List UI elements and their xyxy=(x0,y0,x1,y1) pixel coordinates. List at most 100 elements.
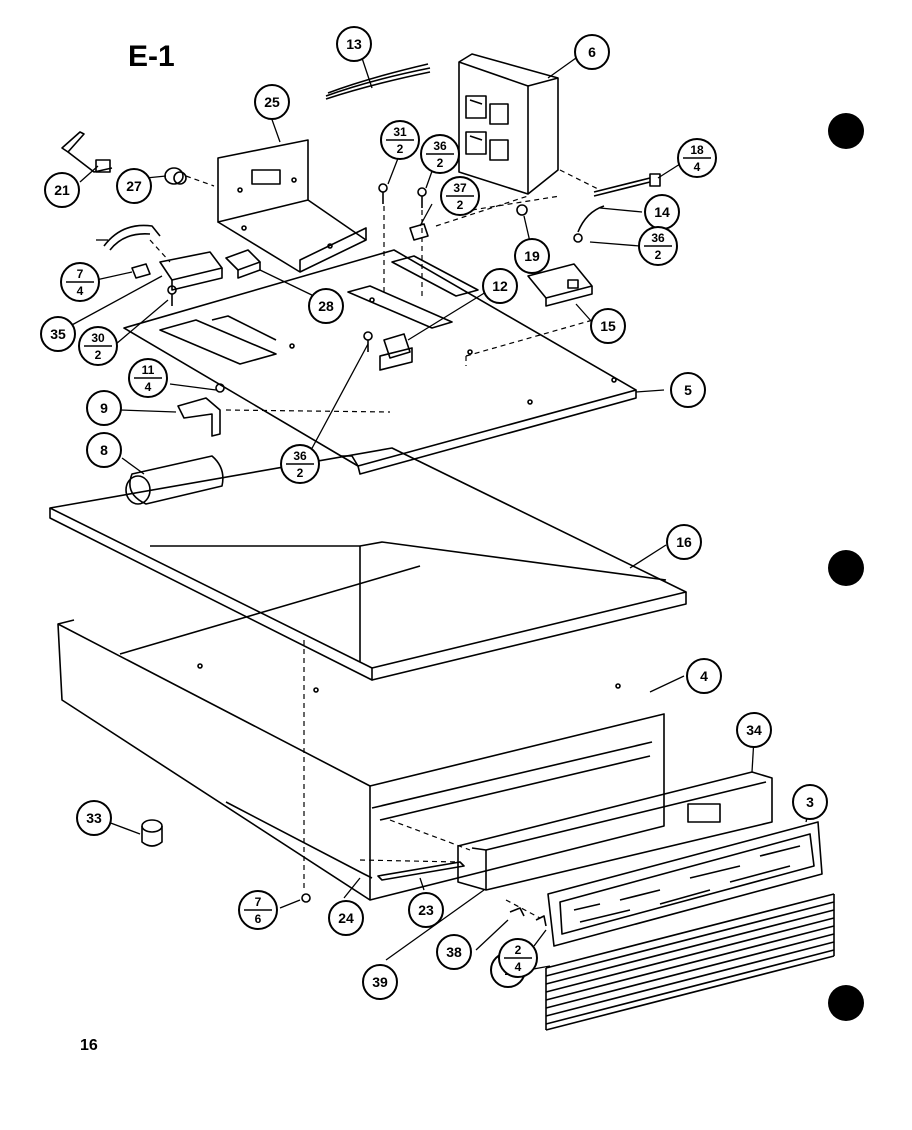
callout-numerator: 36 xyxy=(293,449,307,463)
part-louver xyxy=(545,893,835,1031)
callout-c34: 34 xyxy=(736,712,772,748)
callout-number: 14 xyxy=(654,204,670,220)
callout-circle xyxy=(686,658,722,694)
diagram-title: E-1 xyxy=(128,40,175,73)
callout-numerator: 7 xyxy=(255,895,262,909)
callout-number: 24 xyxy=(338,910,354,926)
part-capacitor-bracket xyxy=(177,397,221,437)
callout-c3: 3 xyxy=(792,784,828,820)
part-relay xyxy=(225,249,261,279)
callout-circle xyxy=(482,268,518,304)
callout-number: 12 xyxy=(492,278,508,294)
part-long-bolt xyxy=(593,173,661,197)
callout-number: 39 xyxy=(372,974,388,990)
callout-number: 19 xyxy=(524,248,540,264)
callout-circle xyxy=(86,390,122,426)
part-wire-bundle xyxy=(325,63,431,100)
callout-number: 28 xyxy=(318,298,334,314)
callout-number: 23 xyxy=(418,902,434,918)
callout-c8: 8 xyxy=(86,432,122,468)
binder-hole-top xyxy=(828,113,864,149)
callout-circle xyxy=(514,238,550,274)
callout-c27: 27 xyxy=(116,168,152,204)
callout-number: 15 xyxy=(600,318,616,334)
callout-numerator: 36 xyxy=(651,231,665,245)
callout-numerator: 30 xyxy=(91,331,105,345)
callout-numerator: 7 xyxy=(77,267,84,281)
callout-number: 25 xyxy=(264,94,280,110)
callout-numerator: 18 xyxy=(690,143,704,157)
callout-circle xyxy=(86,432,122,468)
callout-denominator: 6 xyxy=(255,912,262,926)
part-bracket-plate xyxy=(217,139,367,273)
callout-c11-4: 114 xyxy=(128,358,168,398)
callout-numerator: 11 xyxy=(142,363,155,377)
part-base-pan xyxy=(57,565,665,901)
callout-number: 5 xyxy=(684,382,692,398)
callout-circle xyxy=(116,168,152,204)
part-foot xyxy=(141,819,163,847)
callout-circle xyxy=(408,892,444,928)
callout-number: 13 xyxy=(346,36,362,52)
callout-c36-2a: 362 xyxy=(420,134,460,174)
callout-c12: 12 xyxy=(482,268,518,304)
callout-c4: 4 xyxy=(686,658,722,694)
callout-denominator: 2 xyxy=(457,198,464,212)
callout-c35: 35 xyxy=(40,316,76,352)
part-rail-23 xyxy=(377,861,465,881)
callout-number: 16 xyxy=(676,534,692,550)
callout-circle xyxy=(670,372,706,408)
callout-circle xyxy=(362,964,398,1000)
callout-circle xyxy=(574,34,610,70)
callout-numerator: 2 xyxy=(515,943,522,957)
callout-number: 9 xyxy=(100,400,108,416)
callout-c2-4: 24 xyxy=(498,938,538,978)
leader-lines xyxy=(69,57,811,971)
callout-denominator: 2 xyxy=(397,142,404,156)
callout-denominator: 2 xyxy=(95,348,102,362)
callout-circle xyxy=(666,524,702,560)
callout-number: 27 xyxy=(126,178,142,194)
callout-c33: 33 xyxy=(76,800,112,836)
callout-numerator: 31 xyxy=(393,125,407,139)
callout-number: 34 xyxy=(746,722,762,738)
callout-c15: 15 xyxy=(590,308,626,344)
binder-hole-middle xyxy=(828,550,864,586)
callout-c21: 21 xyxy=(44,172,80,208)
part-terminal-block xyxy=(159,251,223,291)
callout-circle xyxy=(308,288,344,324)
callout-number: 4 xyxy=(700,668,708,684)
callout-c24: 24 xyxy=(328,900,364,936)
callout-c36-2c: 362 xyxy=(280,444,320,484)
callout-c30-2: 302 xyxy=(78,326,118,366)
callout-c9: 9 xyxy=(86,390,122,426)
callout-number: 3 xyxy=(806,794,814,810)
callout-denominator: 2 xyxy=(297,466,304,480)
part-rail-24 xyxy=(225,801,373,879)
callout-circle xyxy=(736,712,772,748)
part-grille-frame xyxy=(547,821,823,947)
callout-number: 38 xyxy=(446,944,462,960)
part-wire xyxy=(577,205,605,233)
callout-number: 6 xyxy=(588,44,596,60)
callout-denominator: 2 xyxy=(655,248,662,262)
callout-c7-4: 74 xyxy=(60,262,100,302)
assembly-lines xyxy=(149,169,601,919)
part-clip-bracket xyxy=(379,333,413,371)
callout-denominator: 2 xyxy=(437,156,444,170)
part-switch-block xyxy=(527,263,593,307)
part-screw-7 xyxy=(131,263,151,279)
callout-denominator: 4 xyxy=(77,284,84,298)
callout-number: 8 xyxy=(100,442,108,458)
callout-c38: 38 xyxy=(436,934,472,970)
callout-denominator: 4 xyxy=(515,960,522,974)
callout-c37-2: 372 xyxy=(440,176,480,216)
part-grommet xyxy=(164,167,187,185)
part-strap xyxy=(103,224,161,251)
callout-circle xyxy=(40,316,76,352)
callout-denominator: 4 xyxy=(694,160,701,174)
callout-numerator: 37 xyxy=(453,181,467,195)
page-number: 16 xyxy=(80,1037,98,1054)
callout-c28: 28 xyxy=(308,288,344,324)
callout-c36-2b: 362 xyxy=(638,226,678,266)
